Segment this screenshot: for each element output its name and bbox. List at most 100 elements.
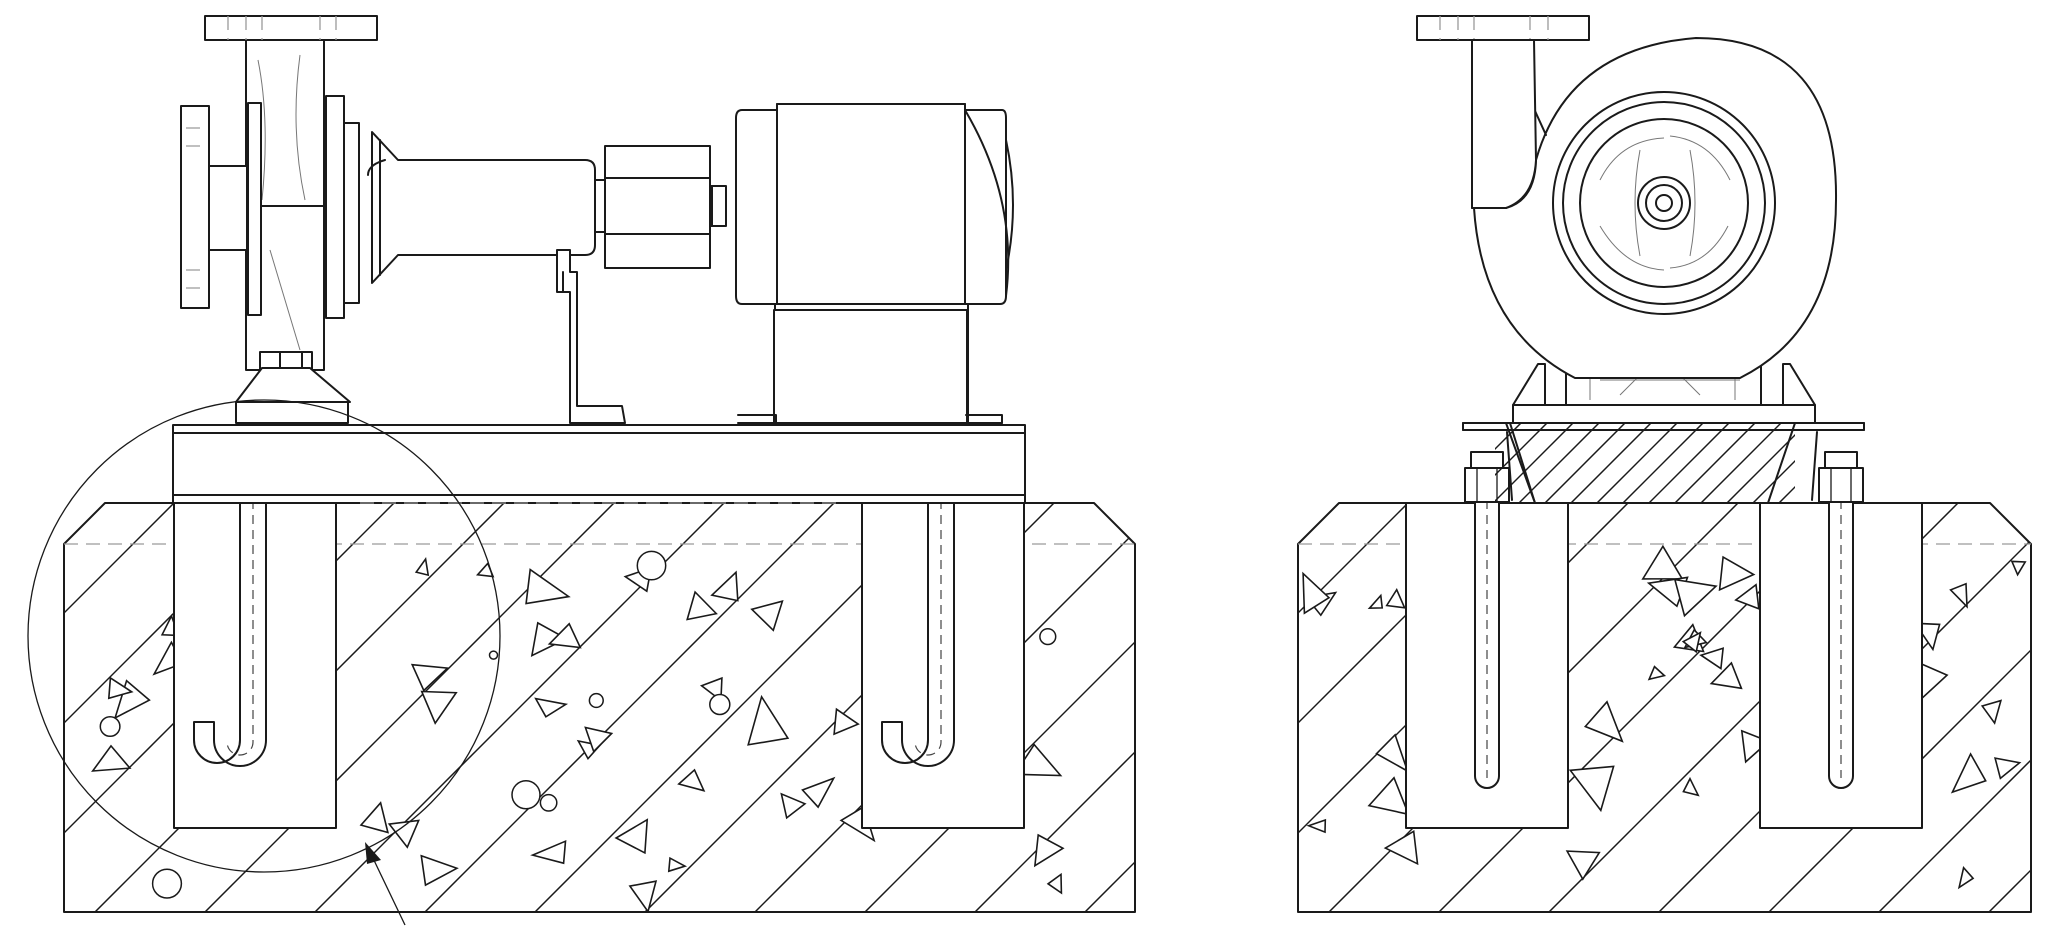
- hatch-line: [64, 503, 65, 912]
- aggregate-stone: [2010, 560, 2027, 577]
- aggregate-stone: [91, 744, 132, 772]
- hatch-line: [1752, 459, 1795, 503]
- aggregate-stone: [1565, 850, 1601, 881]
- aggregate-stone: [1641, 544, 1684, 580]
- anchor-pocket-left: [173, 502, 337, 829]
- discharge-flange-end: [1416, 15, 1590, 209]
- aggregate-stone: [534, 697, 569, 718]
- aggregate-stone: [667, 856, 688, 873]
- aggregate-stone: [584, 726, 614, 753]
- hatch-line: [1878, 503, 2031, 912]
- aggregate-stone: [410, 663, 450, 692]
- aggregate-stone: [107, 676, 134, 700]
- aggregate-stone: [1306, 818, 1327, 834]
- aggregate-pebble: [511, 780, 541, 810]
- aggregate-stone: [525, 568, 571, 605]
- baseplate-left: [172, 424, 1026, 504]
- aggregate-stone: [1647, 665, 1667, 681]
- aggregate-stone: [1994, 757, 2022, 780]
- hatch-line: [64, 503, 175, 912]
- aggregate-stone: [750, 600, 784, 632]
- aggregate-stone: [1367, 776, 1410, 816]
- aggregate-stone: [1046, 872, 1063, 895]
- aggregate-stone: [1583, 700, 1624, 743]
- hatch-line: [1778, 485, 1795, 503]
- motor-side: [711, 103, 1014, 424]
- aggregate-stone: [1681, 631, 1702, 654]
- detail-callout: [27, 399, 501, 926]
- hatch-line: [1596, 423, 1678, 503]
- hatch-line: [864, 503, 1135, 912]
- pump-casing-side: [235, 39, 360, 424]
- aggregate-pebble: [588, 692, 604, 709]
- aggregate-stone: [1568, 765, 1615, 813]
- aggregate-stone: [1980, 699, 2003, 725]
- hatch-line: [1298, 503, 1409, 912]
- hatch-line: [1857, 423, 1937, 503]
- aggregate-stone: [1367, 593, 1384, 610]
- aggregate-stone: [1673, 578, 1718, 618]
- anchor-bolt-end-2: [1818, 451, 1864, 789]
- hatch-line: [1495, 423, 1574, 503]
- aggregate-stone: [359, 801, 390, 834]
- foundation-block-left: [63, 502, 1136, 913]
- aggregate-stone: [1709, 661, 1743, 690]
- aggregate-stone: [710, 570, 739, 602]
- aggregate-stone: [1375, 733, 1409, 773]
- hatch-line: [1495, 423, 1548, 477]
- aggregate-stone: [530, 621, 569, 658]
- aggregate-stone: [1949, 582, 1968, 609]
- aggregate-stone: [833, 707, 860, 736]
- hatch-line: [1648, 423, 1730, 503]
- aggregate-pebble: [151, 868, 183, 899]
- hatch-line: [1570, 423, 1652, 503]
- aggregate-stone: [1383, 829, 1419, 866]
- aggregate-stone: [747, 694, 790, 746]
- aggregate-stone: [1950, 752, 1987, 794]
- hatch-line: [1768, 503, 2031, 912]
- aggregate-stone: [780, 792, 807, 820]
- hatch-line: [204, 503, 615, 912]
- end-view: [1297, 15, 2032, 913]
- aggregate-pebble: [636, 550, 667, 581]
- aggregate-stone: [1957, 866, 1975, 890]
- aggregate-stone: [420, 690, 458, 725]
- aggregate-stone: [801, 776, 836, 809]
- aggregate-stone: [547, 622, 582, 649]
- hatch-line: [1700, 423, 1782, 503]
- aggregate-stone: [1033, 833, 1065, 868]
- discharge-flange-side: [204, 15, 378, 41]
- hatch-line: [1726, 433, 1795, 503]
- suction-flange-side: [180, 105, 248, 309]
- aggregate-pebble: [1039, 627, 1057, 646]
- hatch-line: [1622, 423, 1704, 503]
- aggregate-stone: [113, 679, 151, 720]
- aggregate-stone: [420, 854, 459, 887]
- bearing-frame: [367, 131, 626, 424]
- aggregate-stone: [1699, 647, 1725, 671]
- concrete-aggregate-left: [91, 550, 1065, 912]
- coupling: [594, 145, 717, 269]
- hatch-line: [1544, 423, 1626, 503]
- aggregate-stone: [677, 768, 706, 792]
- aggregate-pebble: [488, 650, 499, 660]
- anchor-pocket-right: [861, 502, 1025, 829]
- aggregate-stone: [387, 819, 420, 849]
- aggregate-stone: [686, 590, 718, 621]
- hatch-line: [424, 503, 835, 912]
- aggregate-pebble: [709, 693, 731, 716]
- aggregate-stone: [530, 839, 567, 865]
- hatch-line: [1674, 423, 1756, 503]
- aggregate-stone: [1734, 583, 1760, 611]
- aggregate-stone: [1385, 587, 1406, 609]
- aggregate-stone: [1682, 776, 1700, 797]
- aggregate-stone: [1718, 555, 1756, 592]
- hatch-line: [1518, 423, 1600, 503]
- aggregate-pebble: [539, 793, 558, 812]
- aggregate-stone: [1740, 729, 1771, 764]
- aggregate-stone: [1302, 571, 1331, 615]
- aggregate-pebble: [99, 715, 121, 738]
- aggregate-stone: [628, 880, 658, 912]
- aggregate-stone: [414, 556, 430, 577]
